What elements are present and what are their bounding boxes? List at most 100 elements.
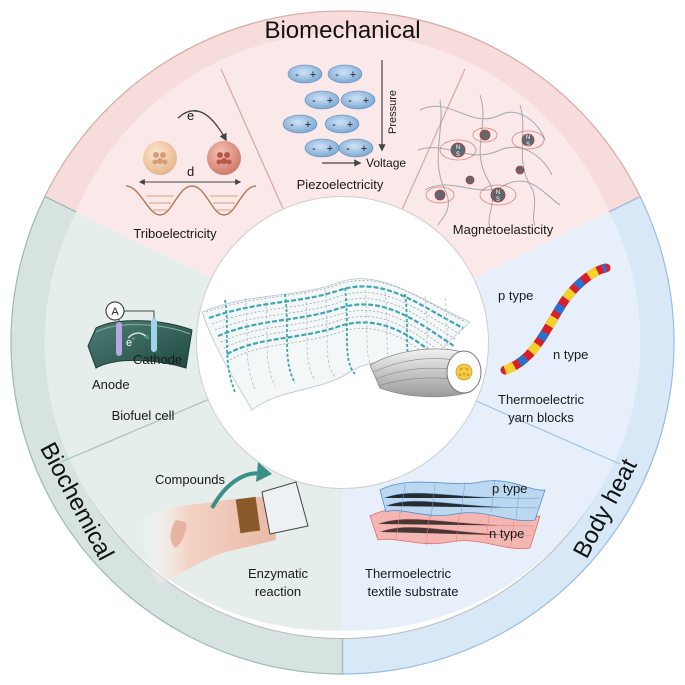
dipole-plus: +	[363, 95, 369, 107]
thermo-yarn-panel: p type n type Thermoelectric yarn blocks	[498, 263, 611, 425]
anode-label: Anode	[92, 377, 130, 392]
yarn-label-line1: Thermoelectric	[498, 392, 584, 407]
wristband-sensor	[235, 496, 261, 534]
ammeter-icon	[105, 301, 125, 321]
yarn-label-line2: yarn blocks	[508, 410, 574, 425]
dipole-minus: -	[312, 95, 316, 107]
center-textile-illustration	[201, 278, 482, 411]
warp-thread	[384, 291, 396, 369]
magnet-particle: NS	[450, 142, 466, 158]
anode-electrode	[116, 322, 122, 356]
weft-thread	[223, 316, 449, 359]
potential-well	[125, 185, 257, 216]
dipole-array: -+-+-+-+-+-+-+-+	[282, 64, 376, 158]
electron-transfer-arrow	[177, 110, 227, 142]
label-piezoelectricity: Piezoelectricity	[297, 177, 384, 192]
weft-thread	[205, 280, 467, 323]
electrode-plate	[87, 320, 193, 369]
dipole: -+	[340, 90, 376, 110]
thumb	[170, 520, 187, 548]
electron-flow-arrow	[127, 332, 150, 340]
warp-thread	[304, 291, 316, 381]
dipole-minus: -	[290, 119, 294, 131]
magnet-particle: NS	[521, 133, 535, 148]
enzymatic-label-line1: Enzymatic	[248, 566, 308, 581]
south-pole-label: S	[456, 152, 460, 158]
magnet-particle	[479, 129, 491, 141]
dipole-plus: +	[327, 143, 333, 155]
south-pole-label: S	[526, 142, 530, 148]
biofuel-cell-panel: A e- Cathode Anode Biofuel cell	[87, 301, 193, 423]
magnet-particle	[515, 165, 525, 175]
compounds-label: Compounds	[155, 472, 226, 487]
label-triboelectricity: Triboelectricity	[133, 226, 217, 241]
dipole: -+	[304, 138, 340, 158]
weft-thread	[229, 328, 443, 371]
sensor-patch	[261, 481, 309, 535]
dipole: -+	[282, 114, 318, 134]
dipole-minus: -	[332, 119, 336, 131]
textile-label-line2: textile substrate	[367, 584, 458, 599]
north-pole-label: N	[496, 190, 500, 196]
biofuel-electron-label: e-	[126, 334, 135, 349]
tribo-distance-label: d	[187, 164, 194, 179]
cathode-label: Cathode	[133, 352, 182, 367]
yarn-p-blocks	[503, 263, 608, 375]
textile-label-line1: Thermoelectric	[365, 566, 451, 581]
plate-highlight	[95, 324, 191, 335]
fabric-weave	[205, 280, 467, 393]
dipole-plus: +	[350, 69, 356, 81]
weft-thread	[214, 298, 458, 341]
weft-thread	[211, 292, 461, 335]
cathode-electrode	[151, 318, 157, 352]
dipole-minus: -	[335, 69, 339, 81]
dipole-plus: +	[327, 95, 333, 107]
dipole-plus: +	[361, 143, 367, 155]
weft-thread	[220, 310, 452, 353]
yarn-p-type-label: p type	[498, 288, 533, 303]
label-magnetoelasticity: Magnetoelasticity	[453, 222, 554, 237]
dipole-plus: +	[310, 69, 316, 81]
dipole-plus: +	[305, 119, 311, 131]
dipole-minus: -	[312, 143, 316, 155]
warp-thread	[244, 297, 256, 390]
piezoelectricity-panel: -+-+-+-+-+-+-+-+ Pressure Voltage Piezoe…	[282, 60, 406, 192]
warp-thread	[284, 293, 296, 384]
textile-n-type-label: n type	[489, 526, 524, 541]
dipole-plus: +	[347, 119, 353, 131]
atom-nuclei-left	[152, 152, 168, 165]
textile-p-type-label: p type	[492, 481, 527, 496]
dipole: -+	[324, 114, 360, 134]
dipole-minus: -	[346, 143, 350, 155]
tribo-electron-label: e-	[187, 106, 197, 123]
warp-thread	[344, 287, 356, 375]
compound-arrow-head	[256, 462, 272, 482]
dipole: -+	[338, 138, 374, 158]
ammeter-label: A	[111, 306, 119, 318]
pressure-label: Pressure	[387, 90, 399, 134]
p-type-weave	[383, 479, 541, 519]
warp-thread	[404, 293, 416, 366]
enzymatic-label-line2: reaction	[255, 584, 301, 599]
voltage-label: Voltage	[366, 156, 406, 170]
energy-levels	[146, 195, 238, 211]
dipole-minus: -	[295, 69, 299, 81]
enzymatic-panel: Compounds Enzymatic reaction	[140, 462, 309, 599]
warp-thread	[224, 299, 236, 393]
magnet-particle	[434, 189, 446, 201]
magnet-particle	[465, 175, 475, 185]
dipole: -+	[327, 64, 363, 84]
atom-nuclei-right	[216, 152, 232, 165]
yarn-n-blocks	[503, 263, 608, 375]
dipole-minus: -	[348, 95, 352, 107]
biomechanical-inner	[76, 33, 609, 343]
weft-thread	[208, 285, 464, 329]
n-type-weave	[377, 507, 535, 547]
magnet-particle: NS	[490, 187, 506, 203]
north-pole-label: N	[456, 145, 460, 151]
thermo-textile-panel: p type n type Thermoelectric textile sub…	[365, 479, 546, 599]
